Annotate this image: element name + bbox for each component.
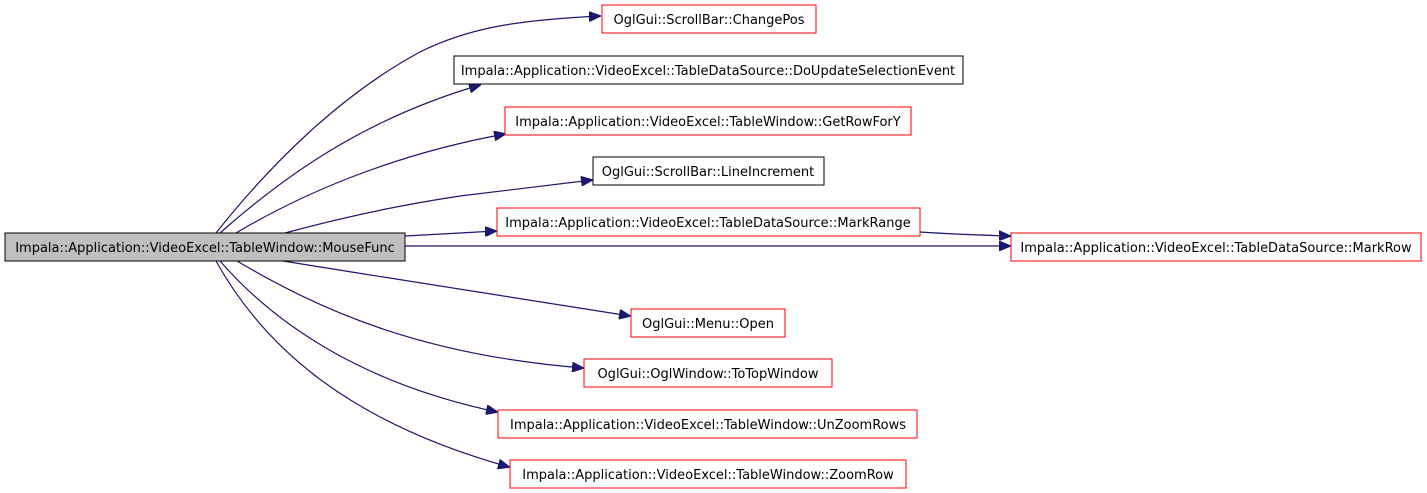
edge-to-getrowfory xyxy=(235,134,505,234)
edge-to-markrange xyxy=(404,231,496,237)
callee-node-markrange[interactable]: Impala::Application::VideoExcel::TableDa… xyxy=(496,207,921,237)
callee-node-label: Impala::Application::VideoExcel::TableWi… xyxy=(510,418,906,433)
edge-to-zoomrow xyxy=(215,260,509,467)
callee-node-label: Impala::Application::VideoExcel::TableWi… xyxy=(522,468,894,483)
root-node[interactable]: Impala::Application::VideoExcel::TableWi… xyxy=(4,232,406,262)
callee-node-getrowfory[interactable]: Impala::Application::VideoExcel::TableWi… xyxy=(504,106,912,136)
edge-to-totopwindow xyxy=(236,260,583,368)
callee-node-label: Impala::Application::VideoExcel::TableDa… xyxy=(505,216,910,231)
callee-node-label: OglGui::ScrollBar::ChangePos xyxy=(613,13,804,28)
callee-node-zoomrow[interactable]: Impala::Application::VideoExcel::TableWi… xyxy=(509,459,907,489)
root-node-label: Impala::Application::VideoExcel::TableWi… xyxy=(15,241,395,256)
edge-to-lineincrement xyxy=(284,180,592,234)
callee-node-label: OglGui::Menu::Open xyxy=(642,317,774,332)
callee-node-label: Impala::Application::VideoExcel::TableDa… xyxy=(461,64,955,79)
edge-markrange-to-markrow xyxy=(919,232,1010,236)
callee-node-changepos[interactable]: OglGui::ScrollBar::ChangePos xyxy=(601,4,817,34)
callee-node-totopwindow[interactable]: OglGui::OglWindow::ToTopWindow xyxy=(583,358,833,388)
callee-node-label: OglGui::OglWindow::ToTopWindow xyxy=(597,367,818,382)
edge-to-doupdateselectionevent xyxy=(219,85,480,234)
callee-node-unzoomrows[interactable]: Impala::Application::VideoExcel::TableWi… xyxy=(497,409,918,439)
callee-node-label: Impala::Application::VideoExcel::TableWi… xyxy=(515,115,901,130)
callee-node-lineincrement[interactable]: OglGui::ScrollBar::LineIncrement xyxy=(592,156,825,186)
callee-node-label: OglGui::ScrollBar::LineIncrement xyxy=(602,165,815,180)
edges xyxy=(215,16,1010,467)
callee-node-markrow[interactable]: Impala::Application::VideoExcel::TableDa… xyxy=(1010,232,1422,262)
callee-node-label: Impala::Application::VideoExcel::TableDa… xyxy=(1020,241,1412,256)
callee-node-open[interactable]: OglGui::Menu::Open xyxy=(630,308,786,338)
callee-node-doupdateselectionevent[interactable]: Impala::Application::VideoExcel::TableDa… xyxy=(453,55,964,85)
edge-to-unzoomrows xyxy=(219,260,497,412)
edge-to-open xyxy=(282,260,630,316)
edge-to-changepos xyxy=(215,16,600,234)
